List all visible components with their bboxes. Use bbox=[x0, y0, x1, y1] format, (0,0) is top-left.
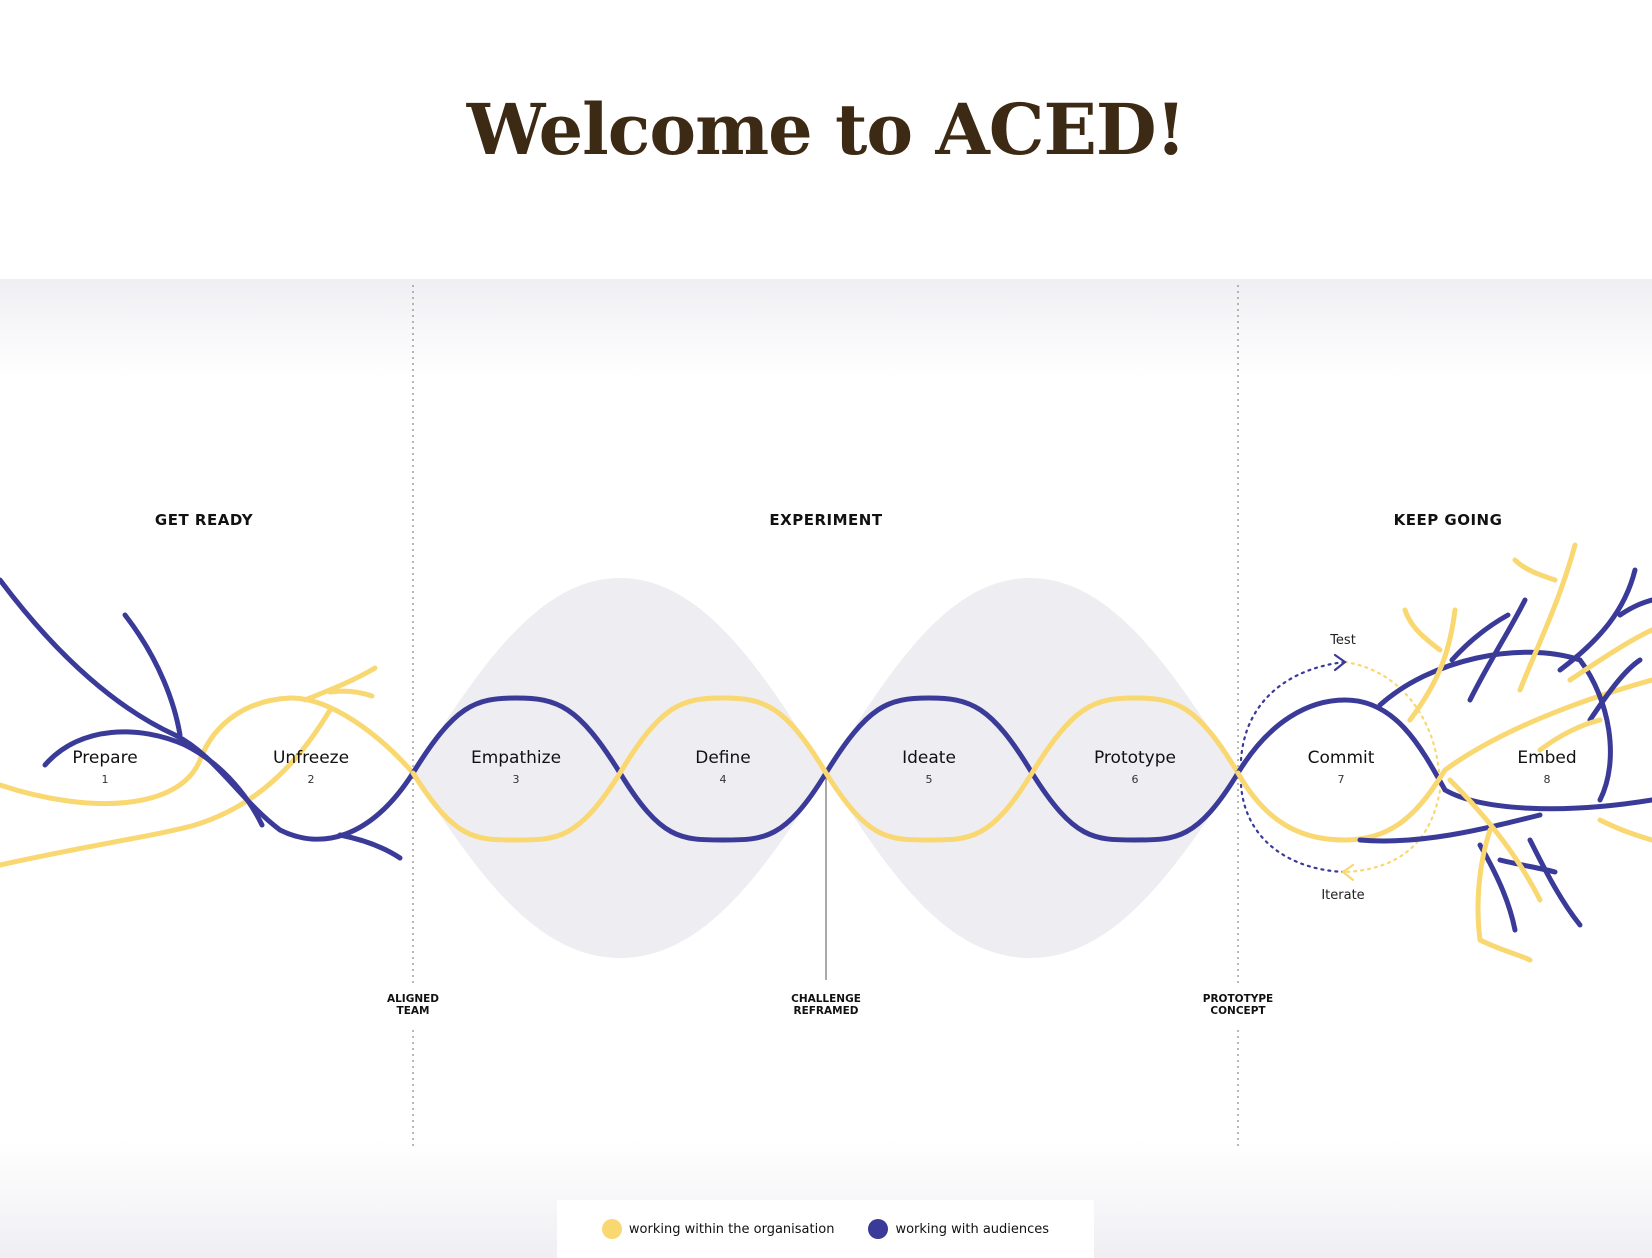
yellow-twig-d bbox=[1477, 937, 1533, 963]
milestone-aligned-team-line2: TEAM bbox=[397, 1005, 430, 1017]
blue-branch-commit bbox=[1235, 697, 1652, 812]
blue-twig-a bbox=[1449, 612, 1511, 663]
milestone-challenge-reframed-line1: CHALLENGE bbox=[791, 993, 861, 1005]
legend-item-organisation: working within the organisation bbox=[601, 1219, 835, 1239]
legend-item-audiences: working with audiences bbox=[868, 1219, 1049, 1239]
yellow-twig-c bbox=[1475, 827, 1493, 943]
phase-get-ready: GET READY bbox=[155, 511, 254, 529]
legend-organisation-label: working within the organisation bbox=[628, 1221, 835, 1237]
blue-branch-upper bbox=[1377, 649, 1613, 803]
yellow-branch-prepare-lower bbox=[0, 707, 333, 868]
yellow-twig-1 bbox=[302, 665, 378, 703]
blue-branch-lower bbox=[1357, 812, 1543, 844]
loop-iterate-label: Iterate bbox=[1321, 888, 1364, 903]
phase-keep-going: KEEP GOING bbox=[1394, 511, 1503, 529]
milestone-challenge-reframed-line2: REFRAMED bbox=[794, 1005, 859, 1017]
stage-empathize-number: 3 bbox=[513, 773, 520, 786]
blue-branch-top bbox=[1467, 597, 1528, 703]
test-loop-blue bbox=[1239, 660, 1347, 762]
phase-experiment: EXPERIMENT bbox=[769, 511, 882, 529]
stage-ideate-label: Ideate bbox=[902, 748, 956, 768]
stage-unfreeze-number: 2 bbox=[308, 773, 315, 786]
stage-embed-number: 8 bbox=[1544, 773, 1551, 786]
stage-unfreeze-label: Unfreeze bbox=[273, 748, 349, 768]
yellow-branch-commit bbox=[1235, 677, 1652, 843]
yellow-branch-upper bbox=[1407, 607, 1458, 723]
blue-branch-prepare-upper bbox=[122, 612, 183, 738]
milestone-aligned-team-line1: ALIGNED bbox=[387, 993, 439, 1005]
yellow-branch-top bbox=[1517, 542, 1578, 693]
iterate-arrow-icon bbox=[1341, 863, 1355, 882]
legend: working within the organisation working … bbox=[557, 1200, 1094, 1258]
stage-embed-label: Embed bbox=[1517, 748, 1576, 768]
yellow-dot-icon bbox=[601, 1219, 622, 1239]
blue-twig-b bbox=[1617, 597, 1652, 618]
yellow-twig-2 bbox=[327, 688, 375, 699]
blue-branch-prepare-left bbox=[42, 729, 265, 828]
stage-prototype-number: 6 bbox=[1132, 773, 1139, 786]
test-arrow-icon bbox=[1333, 653, 1347, 672]
stage-prepare-number: 1 bbox=[102, 773, 109, 786]
legend-audiences-label: working with audiences bbox=[895, 1221, 1050, 1237]
yellow-helix bbox=[410, 695, 1241, 843]
test-loop-yellow bbox=[1343, 660, 1442, 874]
experiment-shade-right bbox=[826, 578, 1238, 958]
blue-twig-lower bbox=[337, 832, 403, 861]
blue-branch-right bbox=[1557, 567, 1638, 673]
yellow-branch-prepare bbox=[0, 695, 416, 806]
stage-prototype-label: Prototype bbox=[1094, 748, 1176, 768]
page-title: Welcome to ACED! bbox=[466, 88, 1187, 171]
stage-commit-label: Commit bbox=[1308, 748, 1375, 768]
stage-commit-number: 7 bbox=[1338, 773, 1345, 786]
blue-twig-f bbox=[1587, 657, 1643, 723]
yellow-twig-b bbox=[1512, 557, 1558, 583]
milestone-prototype-concept-line1: PROTOTYPE bbox=[1203, 993, 1273, 1005]
blue-dot-icon bbox=[868, 1219, 889, 1239]
stage-empathize-label: Empathize bbox=[471, 748, 561, 768]
stage-ideate-number: 5 bbox=[926, 773, 933, 786]
blue-twig-e bbox=[1497, 857, 1558, 875]
yellow-twig-e bbox=[1597, 817, 1652, 843]
loop-test-label: Test bbox=[1329, 633, 1356, 648]
milestone-prototype-concept-line2: CONCEPT bbox=[1210, 1005, 1266, 1017]
stage-prepare-label: Prepare bbox=[72, 748, 137, 768]
yellow-twig-f bbox=[1537, 717, 1603, 753]
blue-twig-d bbox=[1527, 837, 1583, 928]
stage-define-label: Define bbox=[695, 748, 751, 768]
yellow-twig-a bbox=[1402, 607, 1443, 653]
stage-define-number: 4 bbox=[720, 773, 727, 786]
yellow-branch-right bbox=[1567, 627, 1652, 683]
yellow-branch-lower bbox=[1447, 777, 1543, 903]
